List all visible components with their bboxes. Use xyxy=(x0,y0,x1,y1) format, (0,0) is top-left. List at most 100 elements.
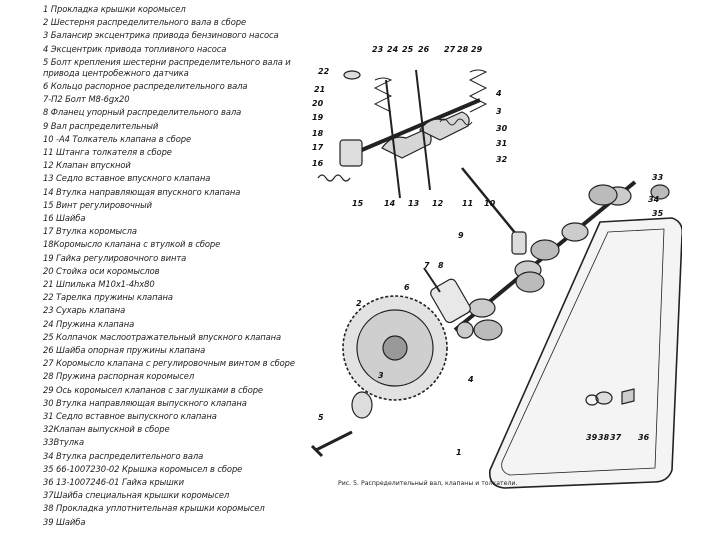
legend-item: 18Коромысло клапана с втулкой в сборе xyxy=(43,239,221,250)
callout-3: 3 xyxy=(496,107,502,116)
cam-lobe xyxy=(468,298,496,318)
callout-31: 31 xyxy=(496,139,507,148)
callout-18: 18 xyxy=(312,129,324,138)
spacer-spring xyxy=(439,118,473,126)
callout-27: 27 xyxy=(444,45,456,54)
legend-item: 39 Шайба xyxy=(43,516,86,527)
callout-4: 4 xyxy=(495,89,502,98)
camshaft-bushing xyxy=(588,184,618,206)
legend-item: 7-П2 Болт М8-6gx20 xyxy=(43,94,130,105)
rocker-cover-rim xyxy=(501,228,665,476)
flange-bolt xyxy=(423,267,441,293)
legend-item: 22 Тарелка пружины клапана xyxy=(43,292,173,303)
callout-9: 9 xyxy=(458,231,464,240)
legend-item: 33Втулка xyxy=(43,437,84,448)
legend-item: 34 Втулка распределительного вала xyxy=(43,450,204,461)
legend-item: 1 Прокладка крышки коромысел xyxy=(43,4,186,14)
callout-17: 17 xyxy=(312,143,324,152)
rocker-cover xyxy=(488,217,682,489)
callout-21: 21 xyxy=(314,85,325,94)
callout-25: 25 xyxy=(402,45,414,54)
parts-legend: 1 Прокладка крышки коромысел 2 Шестерня … xyxy=(43,4,328,530)
legend-item: 35 66-1007230-02 Крышка коромысел в сбор… xyxy=(43,463,243,474)
callout-19: 19 xyxy=(312,113,324,122)
legend-item: 4 Эксцентрик привода топливного насоса xyxy=(43,43,227,54)
callout-7: 7 xyxy=(424,261,430,270)
fuel-pump-eccentric xyxy=(456,321,474,339)
legend-item: 32Клапан выпускной в сборе xyxy=(43,424,170,435)
spacer-ring xyxy=(351,391,373,419)
exhaust-valve xyxy=(415,69,431,191)
callout-6: 6 xyxy=(404,283,410,292)
callout-22: 22 xyxy=(318,67,330,76)
cam-lobe xyxy=(561,222,589,242)
legend-item: 13 Седло вставное впускного клапана xyxy=(43,173,211,184)
legend-item: 23 Сухарь клапана xyxy=(43,305,126,316)
callout-24: 24 xyxy=(387,45,399,54)
legend-item: 21 Шпилька М10х1-4hx80 xyxy=(43,278,155,289)
callout-38: 38 xyxy=(598,433,610,442)
camshaft-bushing xyxy=(650,184,670,200)
legend-item: 19 Гайка регулировочного винта xyxy=(43,252,187,263)
legend-item: 12 Клапан впускной xyxy=(43,160,131,171)
callout-28: 28 xyxy=(457,45,469,54)
valve-spring xyxy=(468,69,488,113)
camshaft-bushing xyxy=(530,239,560,261)
callout-23: 23 xyxy=(372,45,384,54)
timing-gear-hub xyxy=(382,335,408,361)
cover-gasket xyxy=(585,394,599,406)
diagram-artwork xyxy=(310,69,682,489)
callout-33: 33 xyxy=(652,173,664,182)
legend-item: 37Шайба специальная крышки коромысел xyxy=(43,490,230,501)
valve-tappet xyxy=(511,231,527,255)
rocker-arm xyxy=(419,111,470,141)
rocker-shaft xyxy=(349,98,481,157)
legend-item: 10 -А4 Толкатель клапана в сборе xyxy=(43,133,192,144)
callout-20: 20 xyxy=(312,99,324,108)
callout-29: 29 xyxy=(471,45,483,54)
callout-1: 1 xyxy=(456,448,462,457)
callout-3: 3 xyxy=(378,371,384,380)
callout-16: 16 xyxy=(312,159,324,168)
legend-item: 36 13-1007246-01 Гайка крышки xyxy=(43,477,184,488)
cover-nut xyxy=(621,388,635,405)
legend-item: 25 Колпачок маслоотражательный впускного… xyxy=(43,331,282,342)
callout-13: 13 xyxy=(408,199,420,208)
legend-item: 3 Балансир эксцентрика привода бензиново… xyxy=(43,30,279,41)
camshaft-bushing xyxy=(515,271,545,293)
callout-4: 4 xyxy=(467,375,474,384)
legend-item: 16 Шайба xyxy=(43,212,86,223)
rocker-stand xyxy=(339,139,363,167)
legend-item: 17 Втулка коромысла xyxy=(43,226,137,237)
callout-37: 37 xyxy=(610,433,622,442)
callout-14: 14 xyxy=(384,199,396,208)
legend-item: 28 Пружина распорная коромысел xyxy=(43,371,195,382)
legend-item: 26 Шайба опорная пружины клапана xyxy=(43,344,206,355)
callout-26: 26 xyxy=(418,45,430,54)
callout-11: 11 xyxy=(462,199,473,208)
legend-item: 11 Штанга толкателя в сборе xyxy=(43,146,172,157)
callout-39: 39 xyxy=(586,433,598,442)
legend-item: 20 Стойка оси коромыслов xyxy=(43,265,160,276)
legend-item: 38 Прокладка уплотнительная крышки кором… xyxy=(43,503,265,514)
legend-item: 6 Кольцо распорное распределительного ва… xyxy=(43,80,248,91)
callout-35: 35 xyxy=(652,209,664,218)
legend-item: 30 Втулка направляющая выпускного клапан… xyxy=(43,397,247,408)
callout-5: 5 xyxy=(318,413,324,422)
lock-washers xyxy=(317,174,351,182)
legend-item: 8 Фланец упорный распределительного вала xyxy=(43,107,242,118)
callout-2: 2 xyxy=(356,299,362,308)
legend-item: 31 Седло вставное выпускного клапана xyxy=(43,411,217,421)
legend-item: 27 Коромысло клапана с регулировочным ви… xyxy=(43,358,295,369)
callout-10: 10 xyxy=(484,199,496,208)
callout-36: 36 xyxy=(638,433,650,442)
camshaft-bushing xyxy=(473,319,503,341)
legend-item: 5 Болт крепления шестерни распределитель… xyxy=(43,56,291,78)
legend-item: 29 Ось коромысел клапанов с заглушками в… xyxy=(43,384,263,395)
callout-30: 30 xyxy=(496,124,508,133)
callout-34: 34 xyxy=(648,195,660,204)
legend-item: 9 Вал распределительный xyxy=(43,120,159,131)
